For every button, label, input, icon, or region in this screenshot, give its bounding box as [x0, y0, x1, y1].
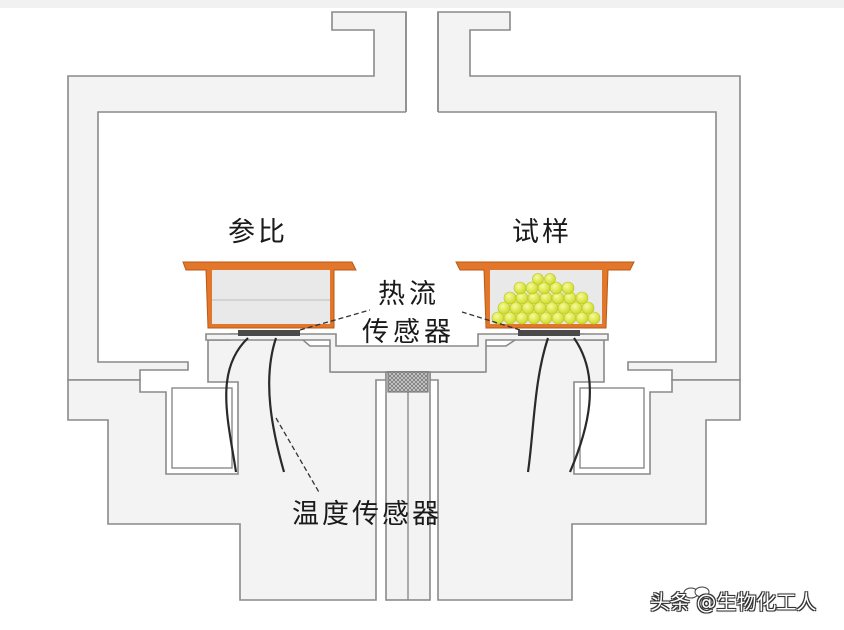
reference-label: 参比 — [228, 217, 288, 248]
sensor-platform — [205, 333, 609, 373]
center-post-hatch — [387, 371, 429, 393]
leader-heat-flux-left — [299, 309, 371, 331]
heat-flux-sensor-left — [238, 330, 300, 336]
chat-bubble-icon — [683, 586, 710, 599]
thermocouple-wires-left — [225, 337, 286, 473]
cavity-left — [171, 387, 233, 469]
thermocouple-wires-right — [526, 337, 591, 473]
cavity-right — [579, 387, 645, 469]
heat-flux-label-line1: 热流 — [378, 279, 440, 310]
top-strip — [0, 0, 844, 8]
leader-heat-flux-right — [461, 311, 521, 331]
lower-housing-left — [67, 333, 387, 601]
heat-flux-sensor-right — [518, 330, 580, 336]
sample-label: 试样 — [512, 217, 572, 248]
central-slit — [406, 112, 438, 118]
reference-crucible — [182, 261, 357, 329]
leader-temperature-sensor — [275, 417, 321, 495]
sample-crucible — [455, 261, 635, 329]
watermark: 头条 @生物化工人 — [650, 590, 817, 614]
sample-beads — [491, 273, 601, 325]
lower-housing-right — [429, 333, 741, 601]
heat-flux-label-line2: 传感器 — [362, 317, 455, 348]
temperature-sensor-label: 温度传感器 — [292, 499, 442, 530]
